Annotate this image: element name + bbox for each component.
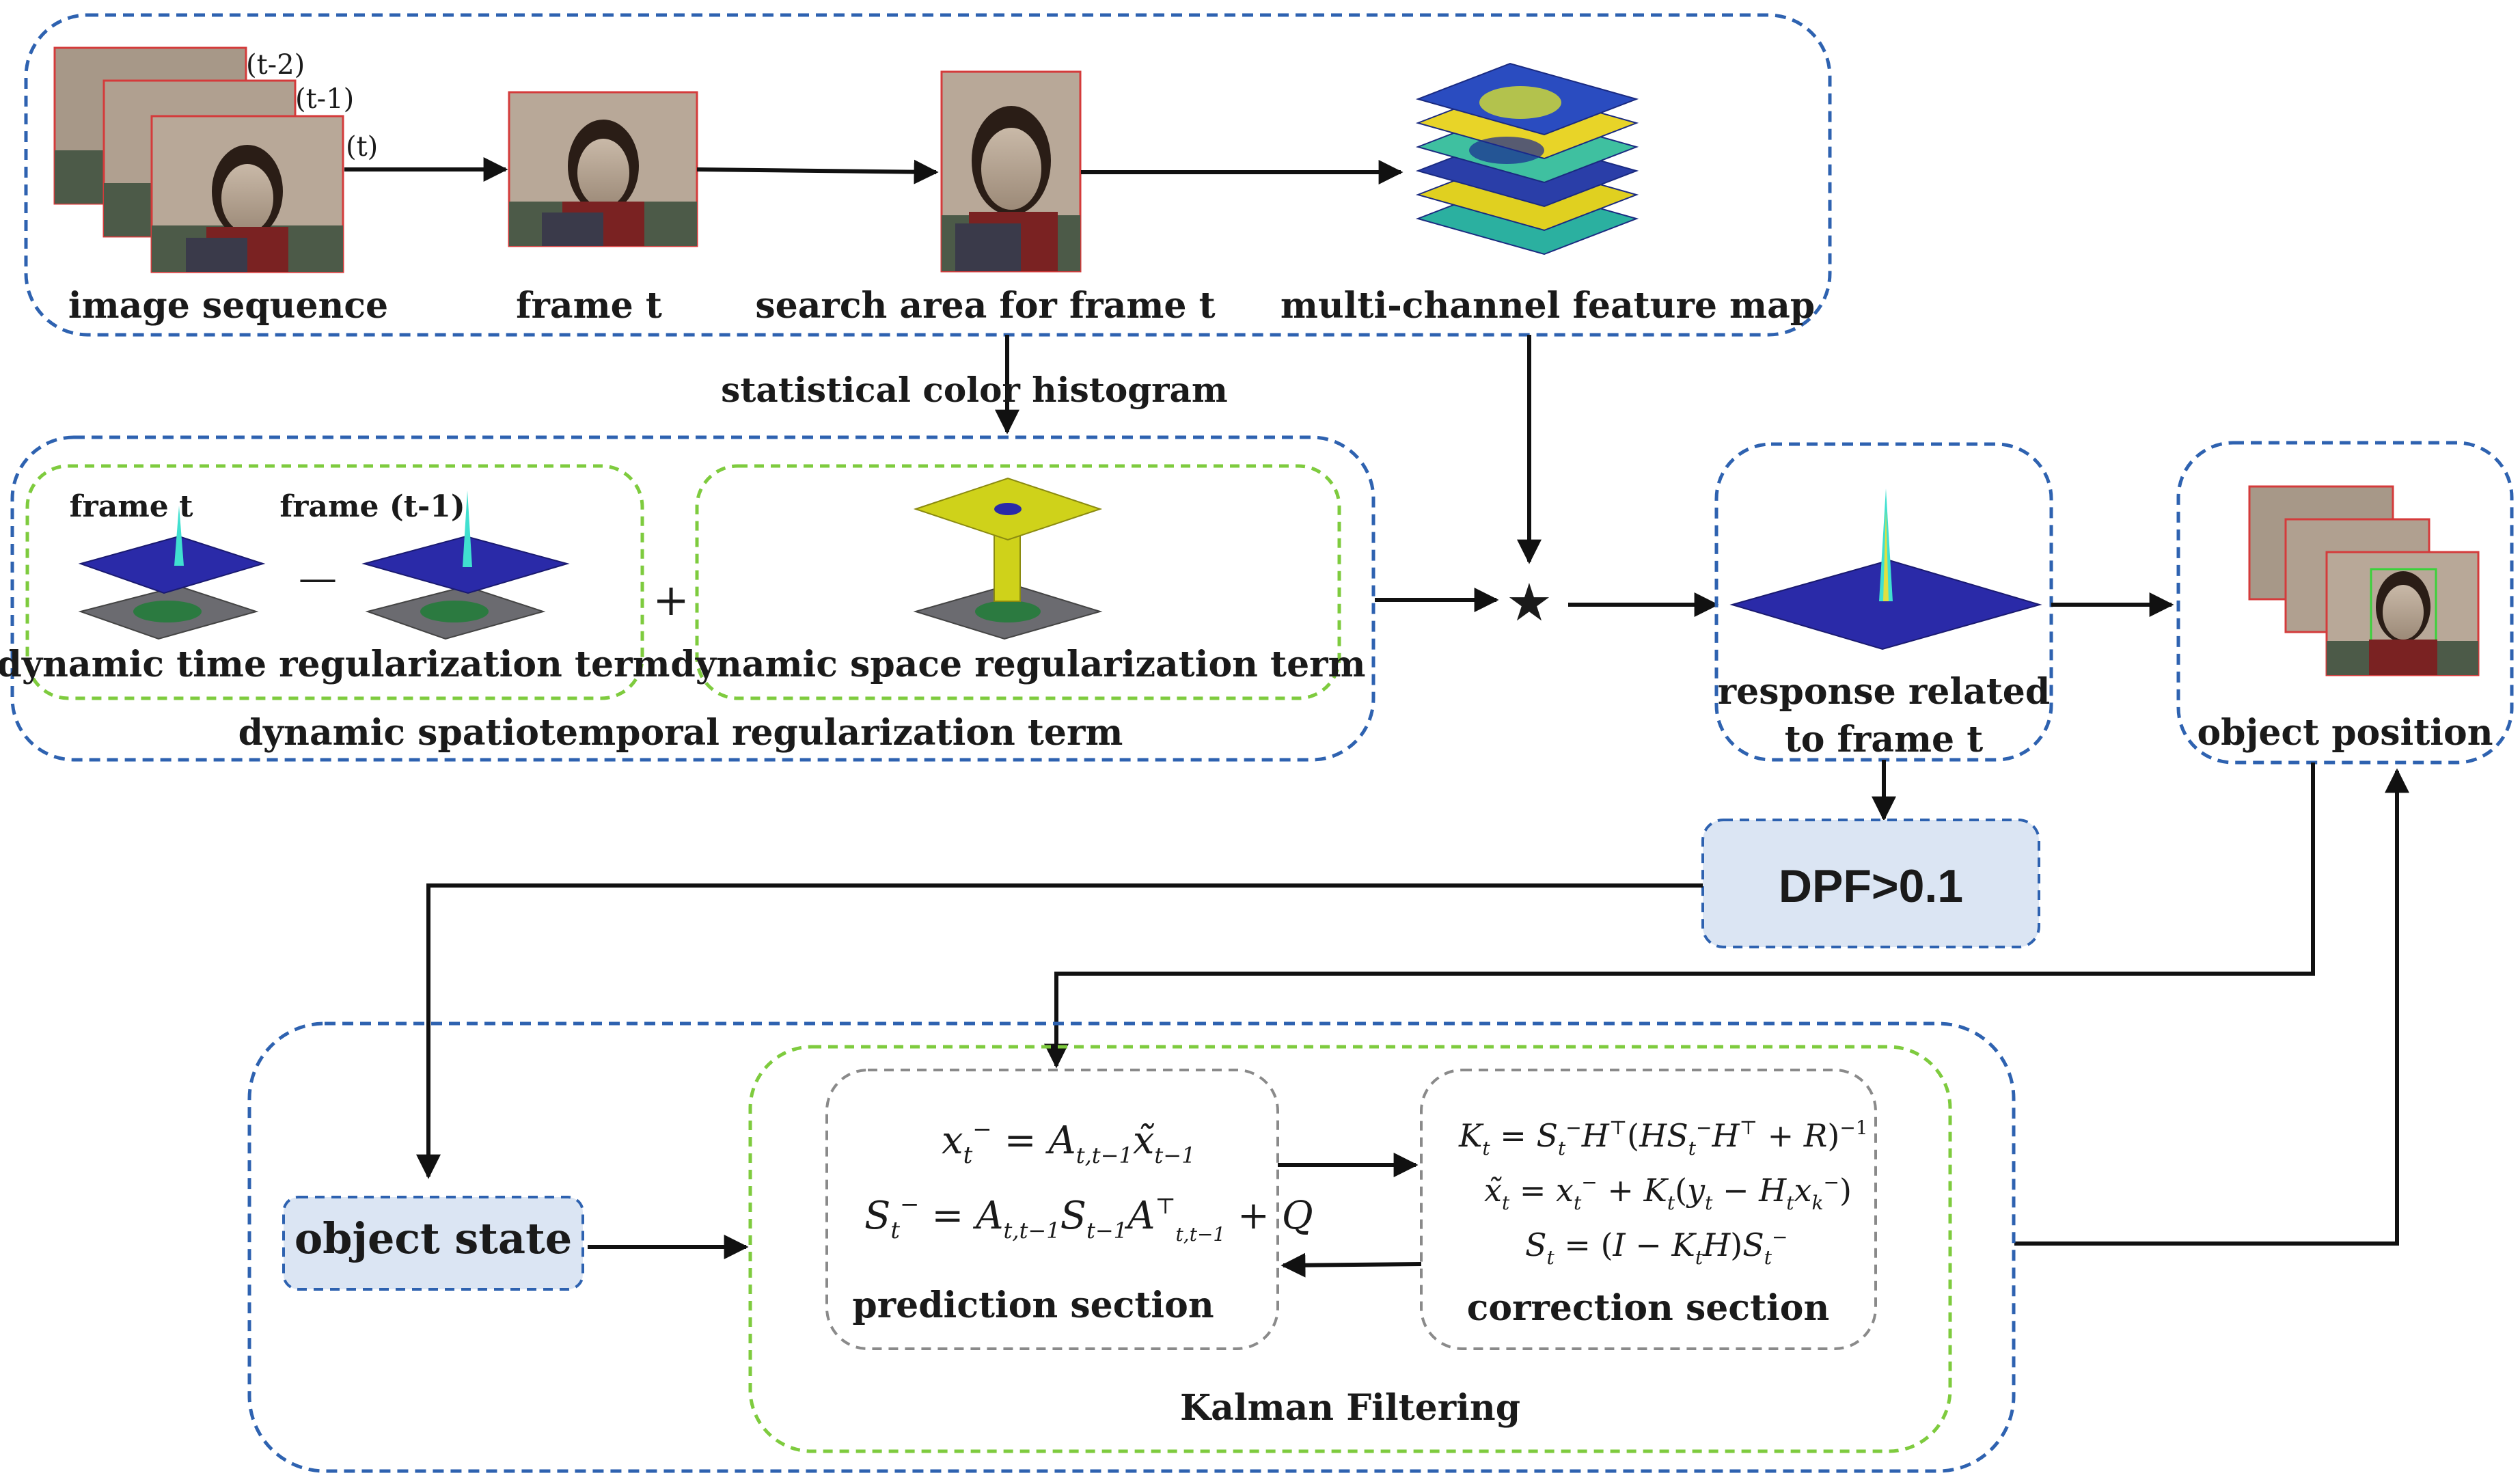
label-color-histogram: statistical color histogram [721, 370, 1228, 410]
search-area-photo [940, 70, 1082, 273]
correction-section-box [1420, 1069, 1877, 1350]
response-surface [1729, 489, 2042, 650]
label-frame-t1-small: frame (t-1) [279, 489, 465, 524]
label-frame-t-small: frame t [70, 489, 193, 524]
image-sequence-stack [53, 46, 344, 273]
frame-tag-t: (t) [346, 131, 378, 163]
label-object-position: object position [2197, 712, 2493, 754]
label-object-state: object state [295, 1213, 572, 1263]
label-response-line2: to frame t [1785, 719, 1984, 760]
arrow-frame-to-search [696, 159, 939, 184]
label-time-term: dynamic time regularization term [0, 644, 670, 685]
svg-text:St− = At,t−1St−1A⊤t,t−1 + Q: St− = At,t−1St−1A⊤t,t−1 + Q [864, 1191, 1313, 1246]
correction-equations: Kt = St−H⊤(HSt−H⊤ + R)−1 x̃t = xt− + Kt(… [1458, 1116, 1868, 1269]
arrow-position-to-prediction [1044, 763, 2315, 1069]
label-space-term: dynamic space regularization term [670, 644, 1365, 685]
top-pipeline-panel [24, 13, 1832, 337]
svg-text:St = (I − KtH)St−: St = (I − KtH)St− [1525, 1226, 1788, 1269]
correlation-operator: ★ [1506, 572, 1552, 633]
arrow-dpf-to-object-state [416, 883, 1703, 1179]
plus-sign: + [653, 575, 689, 626]
label-search-area: search area for frame t [755, 285, 1215, 327]
minus-sign: — [299, 556, 337, 601]
object-position-stack [2248, 485, 2480, 676]
label-correction-section: correction section [1467, 1287, 1830, 1329]
arrow-correction-to-prediction [1280, 1252, 1422, 1278]
object-position-panel [2176, 441, 2514, 765]
prediction-section-box [825, 1069, 1279, 1350]
label-prediction-section: prediction section [852, 1285, 1214, 1326]
kalman-outer-panel [247, 1021, 2016, 1473]
arrow-kalman-to-position [2014, 768, 2409, 1246]
label-kalman-filtering: Kalman Filtering [1180, 1387, 1520, 1429]
prediction-equations: xt− = At,t−1x̃t−1 St− = At,t−1St−1A⊤t,t−… [864, 1116, 1313, 1246]
surface-frame-t [78, 506, 266, 640]
label-image-sequence: image sequence [68, 285, 388, 327]
label-dpf: DPF>0.1 [1779, 860, 1963, 912]
regularization-panel [10, 435, 1375, 762]
label-spatiotemporal-term: dynamic spatiotemporal regularization te… [238, 712, 1123, 754]
svg-text:xt− = At,t−1x̃t−1: xt− = At,t−1x̃t−1 [942, 1116, 1195, 1169]
feature-map-stack [1415, 62, 1639, 256]
kalman-inner-panel [748, 1045, 1952, 1453]
dpf-box [1701, 819, 2040, 948]
svg-text:x̃t = xt− + Kt(yt − Htxk−): x̃t = xt− + Kt(yt − Htxk−) [1484, 1171, 1852, 1214]
surface-frame-t1 [361, 491, 570, 640]
time-term-box [25, 464, 644, 700]
frame-tag-t1: (t-1) [295, 83, 354, 115]
space-term-box [695, 464, 1341, 700]
svg-text:Kt = St−H⊤(HSt−H⊤ + R)−1: Kt = St−H⊤(HSt−H⊤ + R)−1 [1458, 1116, 1868, 1159]
frame-tag-t2: (t-2) [246, 49, 305, 81]
frame-t-photo [508, 91, 698, 247]
surface-space-term [913, 477, 1103, 640]
object-state-box [282, 1196, 584, 1291]
label-response-line1: response related [1718, 671, 2050, 713]
label-frame-t: frame t [516, 285, 662, 327]
label-feature-map: multi-channel feature map [1280, 285, 1815, 327]
